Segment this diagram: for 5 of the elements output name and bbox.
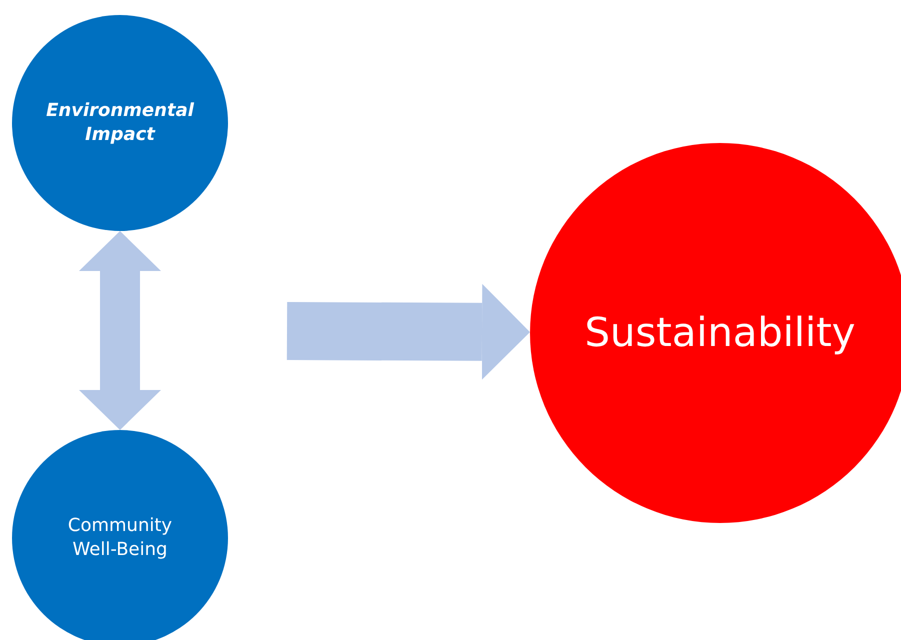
block-arrow <box>79 231 161 430</box>
node-label: Environmental Impact <box>45 98 195 147</box>
node-label: Sustainability <box>584 309 856 358</box>
block-arrow <box>286 284 530 380</box>
node-label: Community Well-Being <box>66 514 174 562</box>
